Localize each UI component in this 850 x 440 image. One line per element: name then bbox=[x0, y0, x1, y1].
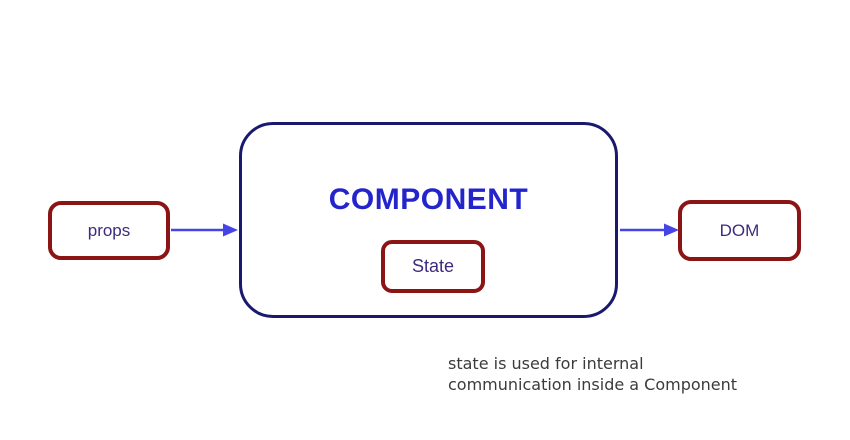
props-node: props bbox=[48, 201, 170, 260]
component-node: COMPONENT State bbox=[239, 122, 618, 318]
arrow-props-to-component bbox=[171, 223, 238, 237]
component-title: COMPONENT bbox=[328, 183, 529, 216]
arrow-right-icon bbox=[664, 223, 679, 237]
arrow-right-icon bbox=[223, 223, 238, 237]
state-node: State bbox=[381, 240, 485, 293]
caption-line-2: communication inside a Component bbox=[448, 375, 738, 394]
caption-line-1: state is used for internal bbox=[448, 354, 644, 373]
props-node-label: props bbox=[87, 220, 131, 240]
dom-node-label: DOM bbox=[719, 220, 760, 240]
arrow-component-to-dom bbox=[620, 223, 679, 237]
state-node-label: State bbox=[411, 256, 455, 276]
caption: state is used for internal communication… bbox=[448, 353, 737, 395]
dom-node: DOM bbox=[678, 200, 801, 261]
